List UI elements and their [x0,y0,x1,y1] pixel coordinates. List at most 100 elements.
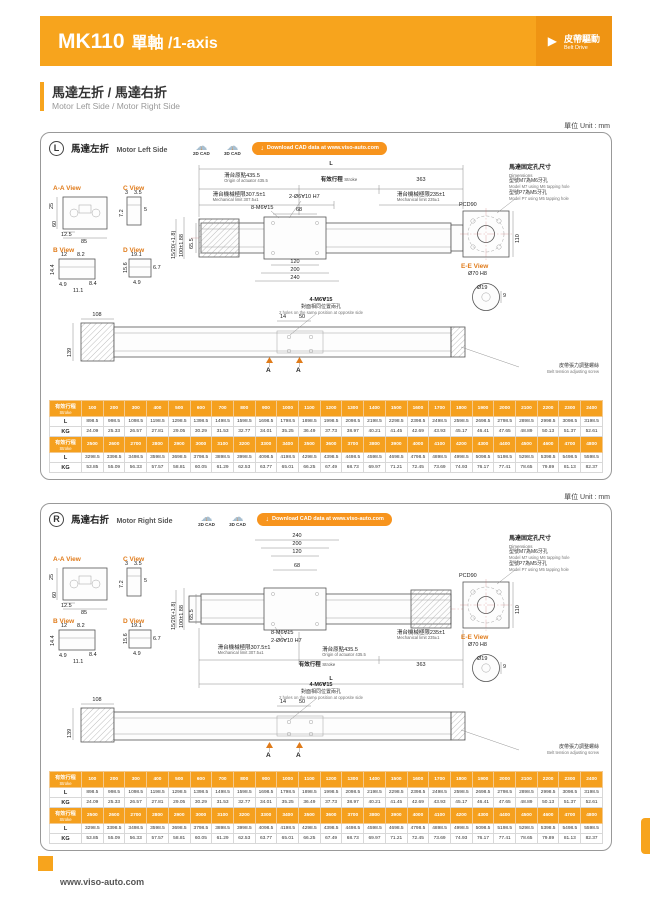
motor-hole-note: 馬達固定孔尺寸 Dimensions 型號M7為M6牙孔 Model M7 us… [509,536,570,572]
dim-110: 110 [515,605,521,614]
dim-pcd90: PCD90 [459,573,477,579]
table-cell: 58.81 [167,833,191,844]
dim-aa-85: 85 [81,239,88,245]
view-title-d: D View [123,618,145,625]
drive-label-zh: 皮帶驅動 [563,33,600,44]
dim-100: 100±1.88 [179,605,185,628]
table-cell: 72.45 [406,462,430,473]
table-cell: 3500 [298,807,321,824]
dim-363: 363 [416,662,426,668]
drawing-linework [56,165,520,368]
table-cell: 30.29 [189,797,213,808]
table-cell: 4998.5 [449,452,473,463]
table-cell: 31.53 [211,797,234,808]
table-cell: 5498.5 [558,452,582,463]
table-cell: 2898.5 [515,787,538,798]
table-cell: 46.41 [471,797,495,808]
table-cell: 3700 [341,807,365,824]
cloud-icon: ☁ [195,138,208,153]
table-cell: 5598.5 [580,452,603,463]
cad-2d-button[interactable]: ☁↓2D CAD [193,511,219,527]
badge-right: R [49,511,64,527]
table-cell: 1198.5 [146,787,169,798]
dim-19: Ø19 [477,285,488,291]
table-cell: 41.45 [384,797,408,808]
table-cell: 2798.5 [493,787,517,798]
cad-3d-button[interactable]: ☁↓3D CAD [219,140,245,156]
play-triangle-icon: ▶ [547,34,557,48]
table-cell: 998.5 [102,416,126,427]
drawing-area-right: A-A View C View B View D View E-E View 2… [49,532,603,766]
dim-9: 9 [503,293,507,299]
row-label-l: L [49,452,82,463]
table-cell: 5098.5 [471,823,495,834]
table-cell: 1798.5 [276,416,300,427]
cad-buttons: ☁↓2D CAD ☁↓3D CAD [193,511,250,527]
table-cell: 42.69 [406,797,430,808]
table-cell: 1400 [363,771,386,788]
table-cell: 1000 [276,400,300,417]
table-cell: 1000 [276,771,300,788]
table-cell: 2200 [536,771,560,788]
download-cad-pill[interactable]: ↓Download CAD data at www.viso-auto.com [252,141,387,155]
table-cell: 3600 [319,807,343,824]
dim-655: 65.5 [189,609,195,620]
cad-2d-label: 2D CAD [198,521,215,527]
table-cell: 47.65 [493,426,517,437]
dim-aa-25: 25 [49,573,55,580]
dim-d-191: 19.1 [131,623,142,629]
row-label-l: L [49,416,82,427]
table-cell: 4200 [449,436,473,453]
dim-120: 120 [290,259,300,265]
table-cell: 27.81 [146,797,169,808]
table-cell: 2598.5 [449,416,473,427]
table-cell: 2800 [146,807,169,824]
table-cell: 1800 [449,400,473,417]
dim-d-156: 15.6 [123,633,129,644]
page-side-tab [641,818,650,854]
section-mark-a: A [296,752,301,759]
dim-c-72: 7.2 [119,209,125,217]
view-title-aa: A-A View [53,185,81,192]
table-cell: 800 [232,771,256,788]
table-cell: 27.81 [146,426,169,437]
dim-19: Ø19 [477,656,488,662]
download-arrow-icon: ↓ [230,145,234,152]
dim-b-144: 14.4 [50,264,56,275]
table-cell: 2398.5 [406,416,430,427]
table-cell: 24.09 [81,426,104,437]
table-cell: 53.85 [81,833,104,844]
table-cell: 65.01 [276,462,300,473]
dim-c-72: 7.2 [119,580,125,588]
table-cell: 3898.5 [211,452,234,463]
cad-3d-button[interactable]: ☁↓3D CAD [224,511,250,527]
table-cell: 4598.5 [363,823,386,834]
download-cad-pill[interactable]: ↓Download CAD data at www.viso-auto.com [257,512,392,526]
table-cell: 1798.5 [276,787,300,798]
cad-2d-button[interactable]: ☁↓2D CAD [188,138,214,156]
table-cell: 4098.5 [254,452,278,463]
table-cell: 71.21 [384,833,408,844]
dim-stroke: 有效行程 Stroke [298,662,336,668]
table-cell: 43.93 [428,797,451,808]
table-cell: 3400 [276,807,300,824]
table-cell: 3800 [363,436,386,453]
table-cell: 500 [167,771,191,788]
table-cell: 4998.5 [449,823,473,834]
table-cell: 600 [189,400,213,417]
table-cell: 4800 [580,807,603,824]
table-cell: 3198.5 [580,416,603,427]
table-cell: 25.33 [102,426,126,437]
table-cell: 4598.5 [363,452,386,463]
table-cell: 1200 [319,400,343,417]
table-cell: 48.89 [515,797,538,808]
unit-note: 單位 Unit : mm [564,123,610,130]
table-cell: 61.29 [211,462,234,473]
table-cell: 2600 [102,807,126,824]
section-heading: 馬達左折 / 馬達右折 Motor Left Side / Motor Righ… [40,82,612,111]
table-cell: 4398.5 [319,823,343,834]
